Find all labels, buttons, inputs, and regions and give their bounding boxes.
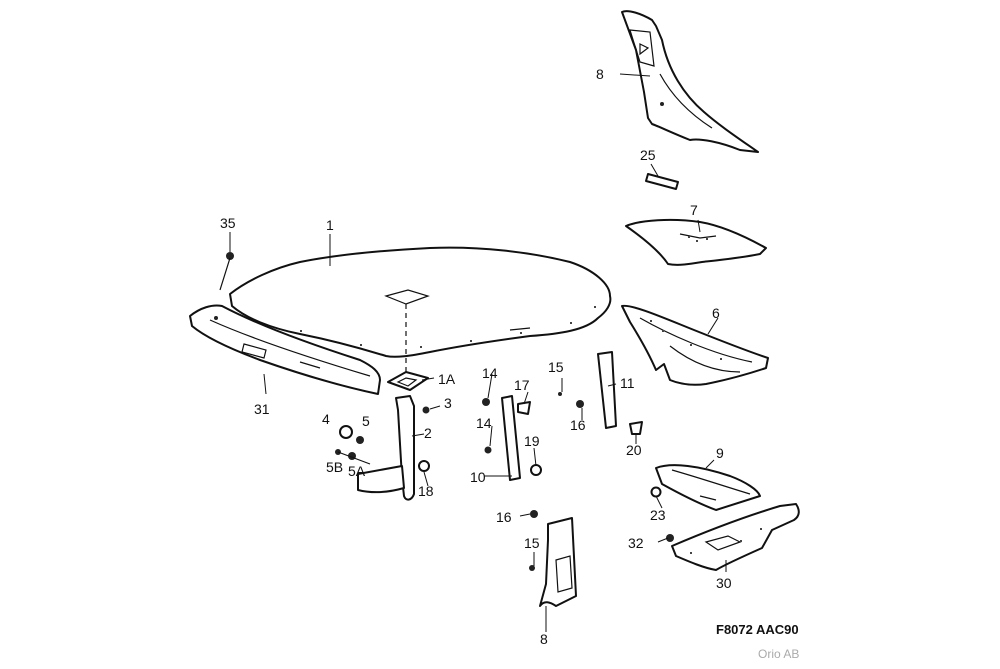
label-30: 30 (716, 575, 732, 591)
label-15: 15 (524, 535, 540, 551)
fastener-17 (558, 392, 562, 396)
part-1-headliner (229, 246, 612, 358)
label-2: 2 (424, 425, 432, 441)
label-10: 6 (712, 305, 720, 321)
fastener-4 (339, 425, 353, 439)
label-17: 15 (548, 359, 564, 375)
label-14b: 14 (476, 415, 492, 431)
part-9-sill-trim (655, 464, 761, 511)
fastener-14a (482, 398, 490, 406)
label-19: 20 (626, 442, 642, 458)
label-23: 23 (650, 507, 666, 523)
label-6: 10 (470, 469, 486, 485)
label-16: 16 (496, 509, 512, 525)
fastener-35 (226, 252, 234, 260)
part-12-pillar-trim (621, 10, 759, 153)
part-6-pillar (501, 395, 521, 481)
part-2-a-pillar (357, 395, 415, 501)
part-7-pillar (597, 351, 617, 429)
label-18: 16 (570, 417, 586, 433)
label-31: 31 (254, 401, 270, 417)
label-4: 4 (322, 411, 330, 427)
fastener-22 (418, 460, 430, 472)
drawing-code: F8072 AAC90 (716, 622, 799, 637)
label-1: 1 (326, 217, 334, 233)
label-22: 18 (418, 483, 434, 499)
part-10-side-trim (621, 304, 769, 386)
fastener-23 (650, 486, 662, 498)
credit: Orio AB (758, 647, 799, 661)
label-35: 35 (220, 215, 236, 231)
label-7: 11 (620, 375, 635, 391)
leader-lines (229, 73, 727, 632)
label-14a: 14 (482, 365, 498, 381)
label-5: 5 (362, 413, 370, 429)
label-8: 8 (540, 631, 548, 647)
label-1A: 1A (438, 371, 456, 387)
part-8-lower-trim (539, 517, 577, 607)
fastener-19 (629, 421, 643, 435)
fastener-15 (529, 565, 535, 571)
label-9: 9 (716, 445, 724, 461)
part-11-panel (625, 218, 767, 266)
part-30-sill-panel (671, 503, 800, 571)
label-12: 8 (596, 66, 604, 82)
fastener-5 (356, 436, 364, 444)
label-11: 7 (690, 202, 698, 218)
part-labels: 8 25 7 1 35 6 1A 31 3 4 5 2 5B 5A 18 14 … (220, 66, 732, 647)
label-3: 3 (444, 395, 452, 411)
fastener-16 (530, 510, 538, 518)
part-31-header-trim (189, 304, 381, 395)
fastener-14b (484, 446, 492, 454)
fastener-21 (530, 464, 542, 476)
label-25: 25 (640, 147, 656, 163)
fastener-32 (666, 534, 674, 542)
fastener-3 (422, 406, 430, 414)
label-32: 32 (628, 535, 644, 551)
part-1A-clip (387, 371, 429, 391)
label-5B: 5B (326, 459, 343, 475)
label-21: 19 (524, 433, 540, 449)
label-20: 17 (514, 377, 530, 393)
part-25-rod (645, 173, 679, 190)
fastener-18 (576, 400, 584, 408)
fastener-20 (517, 401, 531, 415)
label-5A: 5A (348, 463, 366, 479)
